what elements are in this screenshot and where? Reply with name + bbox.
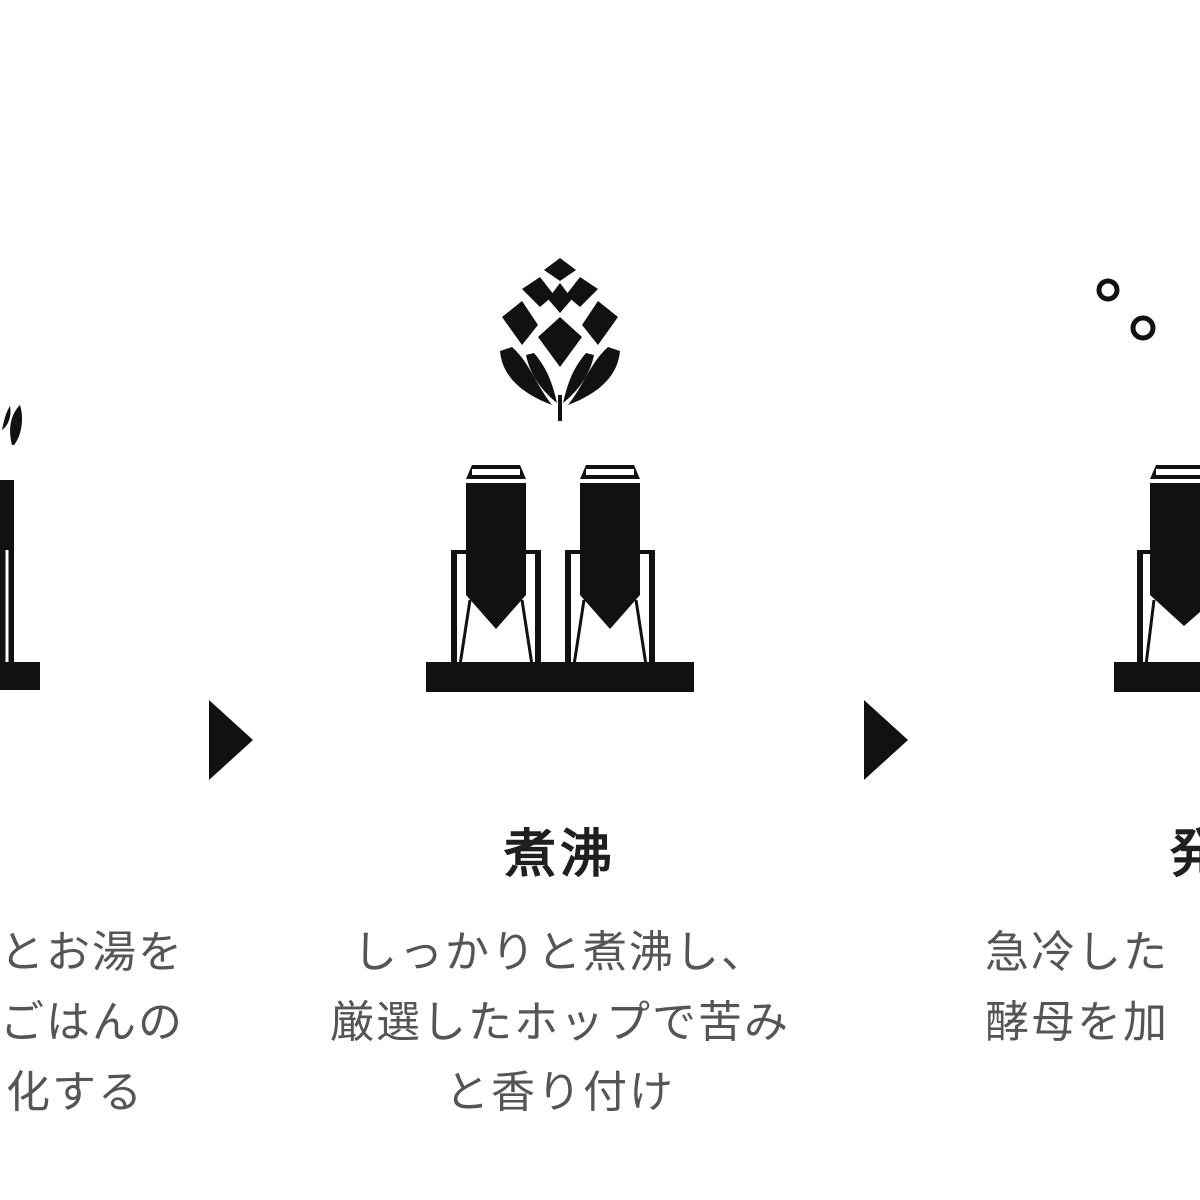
step-3-illustration (1096, 278, 1200, 692)
sprout-icon (2, 405, 22, 445)
step-2-title: 煮沸 (503, 825, 616, 885)
step-1-desc-line-2: ごはんの (0, 997, 184, 1048)
step-2-desc-line-2: 厳選したホップで苦み (330, 997, 790, 1048)
tank-icon (565, 465, 655, 666)
hop-icon (500, 258, 620, 421)
base-platform (1114, 662, 1200, 692)
tank-icon (1137, 465, 1200, 666)
step-3-description: 急冷した 酵母を加 (985, 918, 1169, 1058)
bubbles-icon (1096, 278, 1156, 341)
step-1-desc-line-3: 化する (6, 1067, 144, 1118)
step-2-description: しっかりと煮沸し、 厳選したホップで苦み と香り付け (260, 918, 860, 1128)
step-1-desc-line-1: とお湯を (0, 927, 184, 978)
step-3-desc-line-1: 急冷した (985, 927, 1169, 978)
step-1-description: とお湯を ごはんの 化する (0, 918, 184, 1128)
step-1-illustration (0, 405, 40, 690)
tank-icon (0, 480, 40, 690)
play-arrow-icon (209, 700, 253, 780)
base-platform (426, 662, 694, 692)
step-3-desc-line-2: 酵母を加 (985, 997, 1169, 1048)
step-2-illustration (426, 258, 694, 692)
play-arrow-icon (864, 700, 908, 780)
step-2-desc-line-3: と香り付け (445, 1067, 675, 1118)
step-3-title: 発 (1170, 812, 1200, 887)
tank-icon (451, 465, 541, 666)
step-2-desc-line-1: しっかりと煮沸し、 (353, 927, 767, 978)
